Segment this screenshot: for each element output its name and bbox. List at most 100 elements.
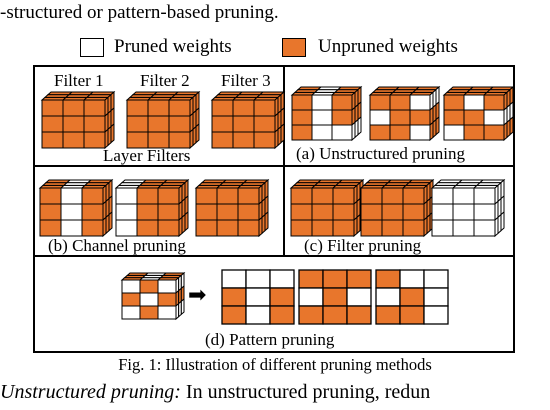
cube-top-cell	[237, 91, 265, 96]
pattern-cell	[399, 287, 425, 307]
cube-top-cell	[126, 272, 150, 276]
cube-front-cell	[39, 187, 62, 205]
cube-front-cell	[402, 203, 425, 221]
cube-front-cell	[311, 94, 333, 111]
cube-front-cell	[136, 187, 159, 205]
cube-front-cell	[483, 124, 505, 141]
cube-front-cell	[232, 99, 255, 117]
pattern-caption: (d) Pattern pruning	[205, 330, 335, 349]
cube-front-cell	[409, 124, 431, 141]
unpruned-label: Unpruned weights	[318, 36, 458, 57]
cube-front-cell	[311, 219, 334, 237]
cube-top-cell	[144, 272, 168, 276]
unstructured-cube-3	[442, 85, 515, 142]
cube-front-cell	[62, 115, 85, 133]
cube-front-cell	[331, 124, 353, 141]
cube-front-cell	[157, 219, 180, 237]
cube-front-cell	[253, 99, 276, 117]
cube-front-cell	[83, 99, 106, 117]
cube-front-cell	[369, 94, 391, 111]
cube-front-cell	[291, 124, 313, 141]
cube-top-cell	[488, 86, 515, 91]
cube-front-cell	[62, 131, 85, 149]
cube-front-cell	[62, 99, 85, 117]
cube-front-cell	[81, 219, 104, 237]
cube-front-cell	[463, 124, 485, 141]
pattern-cell	[269, 269, 295, 289]
cube-front-cell	[290, 219, 313, 237]
cube-side-cell	[280, 122, 285, 144]
pattern-face-3	[375, 269, 449, 325]
filter-pruning-cube-1	[289, 178, 365, 238]
filter-pruning-cube-2	[359, 178, 435, 238]
pattern-cell	[298, 287, 324, 307]
cube-front-cell	[311, 187, 334, 205]
cube-front-cell	[81, 203, 104, 221]
cube-front-cell	[311, 109, 333, 126]
cube-front-cell	[369, 109, 391, 126]
pattern-cell	[245, 269, 271, 289]
cube-top-cell	[162, 272, 186, 276]
unstructured-caption: (a) Unstructured pruning	[296, 144, 466, 163]
cube-front-cell	[126, 115, 149, 133]
cube-front-cell	[115, 203, 138, 221]
pattern-source-cube	[120, 271, 186, 321]
cube-top-cell	[374, 86, 401, 91]
channel-cube-3	[194, 178, 270, 238]
cube-front-cell	[331, 94, 353, 111]
cube-front-cell	[195, 219, 218, 237]
pattern-face-1	[221, 269, 295, 325]
cube-top-cell	[131, 91, 159, 96]
body-text-line: Unstructured pruning: In unstructured pr…	[0, 381, 550, 404]
cube-side-cell	[509, 115, 514, 136]
cube-front-cell	[473, 219, 496, 237]
cube-front-cell	[402, 187, 425, 205]
cube-top-cell	[448, 86, 475, 91]
cube-front-cell	[232, 131, 255, 149]
figure-frame	[33, 65, 515, 353]
cube-top-cell	[86, 179, 114, 184]
pattern-cell	[221, 287, 247, 307]
cube-side-cell	[435, 115, 440, 136]
cube-front-cell	[60, 219, 83, 237]
cube-front-cell	[81, 187, 104, 205]
cube-top-cell	[468, 86, 495, 91]
cube-top-cell	[365, 179, 393, 184]
cube-front-cell	[139, 292, 159, 307]
cube-front-cell	[195, 187, 218, 205]
cube-top-cell	[221, 179, 249, 184]
cube-side-cell	[264, 210, 269, 232]
pattern-cell	[245, 287, 271, 307]
cube-front-cell	[216, 219, 239, 237]
cube-front-cell	[83, 115, 106, 133]
cube-front-cell	[83, 131, 106, 149]
cube-top-cell	[336, 86, 363, 91]
cube-front-cell	[60, 203, 83, 221]
pattern-cell	[322, 305, 348, 325]
pattern-cell	[322, 287, 348, 307]
unstructured-cube-1	[290, 85, 363, 142]
filter-2-label: Filter 2	[140, 71, 190, 90]
cube-top-cell	[295, 179, 323, 184]
pattern-face-2	[298, 269, 372, 325]
cube-top-cell	[296, 86, 323, 91]
cube-top-cell	[88, 91, 116, 96]
cube-front-cell	[360, 187, 383, 205]
cube-front-cell	[402, 219, 425, 237]
cube-front-cell	[431, 219, 454, 237]
cube-front-cell	[126, 99, 149, 117]
cube-top-cell	[67, 91, 95, 96]
cube-side-cell	[357, 115, 362, 136]
cube-front-cell	[369, 124, 391, 141]
cube-front-cell	[409, 109, 431, 126]
body-text-rest: In unstructured pruning, redun	[180, 381, 431, 403]
cube-front-cell	[463, 94, 485, 111]
cube-front-cell	[463, 109, 485, 126]
cube-front-cell	[157, 292, 177, 307]
cube-front-cell	[168, 131, 191, 149]
cube-side-cell	[195, 122, 200, 144]
cube-top-cell	[152, 91, 180, 96]
cube-front-cell	[232, 115, 255, 133]
cube-front-cell	[237, 187, 260, 205]
